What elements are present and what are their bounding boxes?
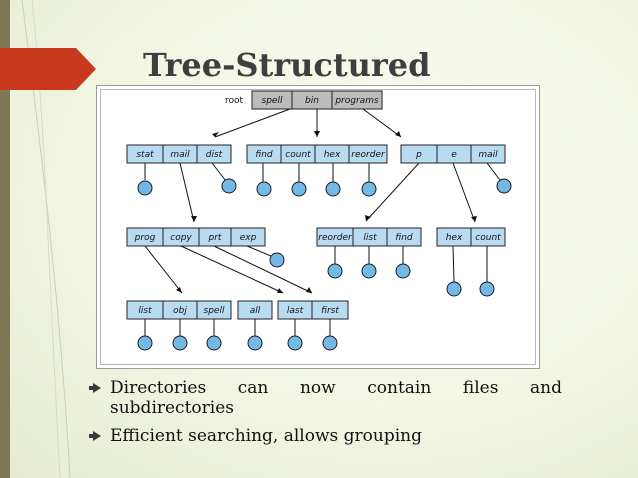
root-label: root [225, 96, 244, 106]
root-entry-spell: spell [262, 96, 283, 106]
tree-edges [144, 108, 501, 336]
bullet-line-1: Directories can now contain files and [110, 378, 562, 398]
entry-mail-2: mail [478, 150, 498, 160]
bullet-item-directories: Directories can now contain files and su… [89, 378, 563, 418]
entry-reorder-2: reorder [318, 233, 353, 243]
entry-reorder: reorder [351, 150, 386, 160]
entry-prt: prt [208, 233, 222, 243]
e-subdirectory: hex count [436, 227, 506, 247]
entry-e: e [451, 150, 457, 160]
title-arrow-icon [0, 48, 96, 90]
bullet-line-2: subdirectories [110, 398, 234, 418]
bullet-item-searching: Efficient searching, allows grouping [89, 426, 563, 446]
root-entry-programs: programs [334, 96, 379, 106]
entry-count-2: count [475, 233, 501, 243]
bullet-word: Directories [110, 378, 207, 398]
entry-prog: prog [134, 233, 156, 243]
diagram-frame [100, 89, 536, 365]
programs-directory: p e mail [400, 144, 506, 164]
entry-first: first [321, 306, 339, 316]
root-directory: spell bin programs [251, 90, 383, 110]
entry-dist: dist [206, 150, 223, 160]
file-nodes-level2 [137, 178, 512, 197]
entry-all: all [250, 306, 261, 316]
entry-find-2: find [395, 233, 413, 243]
bullet-text: Efficient searching, allows grouping [110, 426, 422, 446]
entry-exp: exp [240, 233, 257, 243]
entry-spell-2: spell [204, 306, 225, 316]
file-nodes-level4 [137, 335, 338, 351]
bullet-arrow-icon [89, 383, 101, 393]
entry-hex: hex [324, 150, 341, 160]
mail-subdirectory: prog copy prt exp [126, 227, 266, 247]
entry-p: p [415, 150, 422, 160]
bullet-list: Directories can now contain files and su… [89, 378, 563, 446]
root-entry-bin: bin [305, 96, 319, 106]
edge-arrowheads [176, 131, 477, 293]
bullet-word: contain [367, 378, 432, 398]
entry-last: last [287, 306, 304, 316]
prog-subdirectory: list obj spell all [126, 300, 273, 320]
bullet-word: files [462, 378, 499, 398]
spell-directory: stat mail dist [126, 144, 232, 164]
entry-find: find [255, 150, 273, 160]
bullet-word: now [299, 378, 336, 398]
p-subdirectory: reorder list find [316, 227, 422, 247]
bullet-word: and [530, 378, 562, 398]
entry-hex-2: hex [446, 233, 463, 243]
entry-count: count [285, 150, 311, 160]
bullet-arrow-icon [89, 431, 101, 441]
sidebar-stripe [0, 0, 10, 478]
entry-obj: obj [173, 306, 187, 316]
directory-tree-diagram: root spell bin programs stat mail dist f… [96, 85, 540, 369]
entry-stat: stat [136, 150, 154, 160]
bin-directory: find count hex reorder [246, 144, 388, 164]
tree-svg: root spell bin programs stat mail dist f… [126, 90, 512, 351]
entry-copy: copy [170, 233, 192, 243]
file-nodes-level3 [269, 252, 495, 297]
bullet-word: can [237, 378, 269, 398]
entry-list: list [363, 233, 377, 243]
prt-subdirectory: last first [277, 300, 349, 320]
entry-list-2: list [138, 306, 152, 316]
page-title: Tree-Structured [143, 46, 431, 84]
entry-mail: mail [170, 150, 190, 160]
